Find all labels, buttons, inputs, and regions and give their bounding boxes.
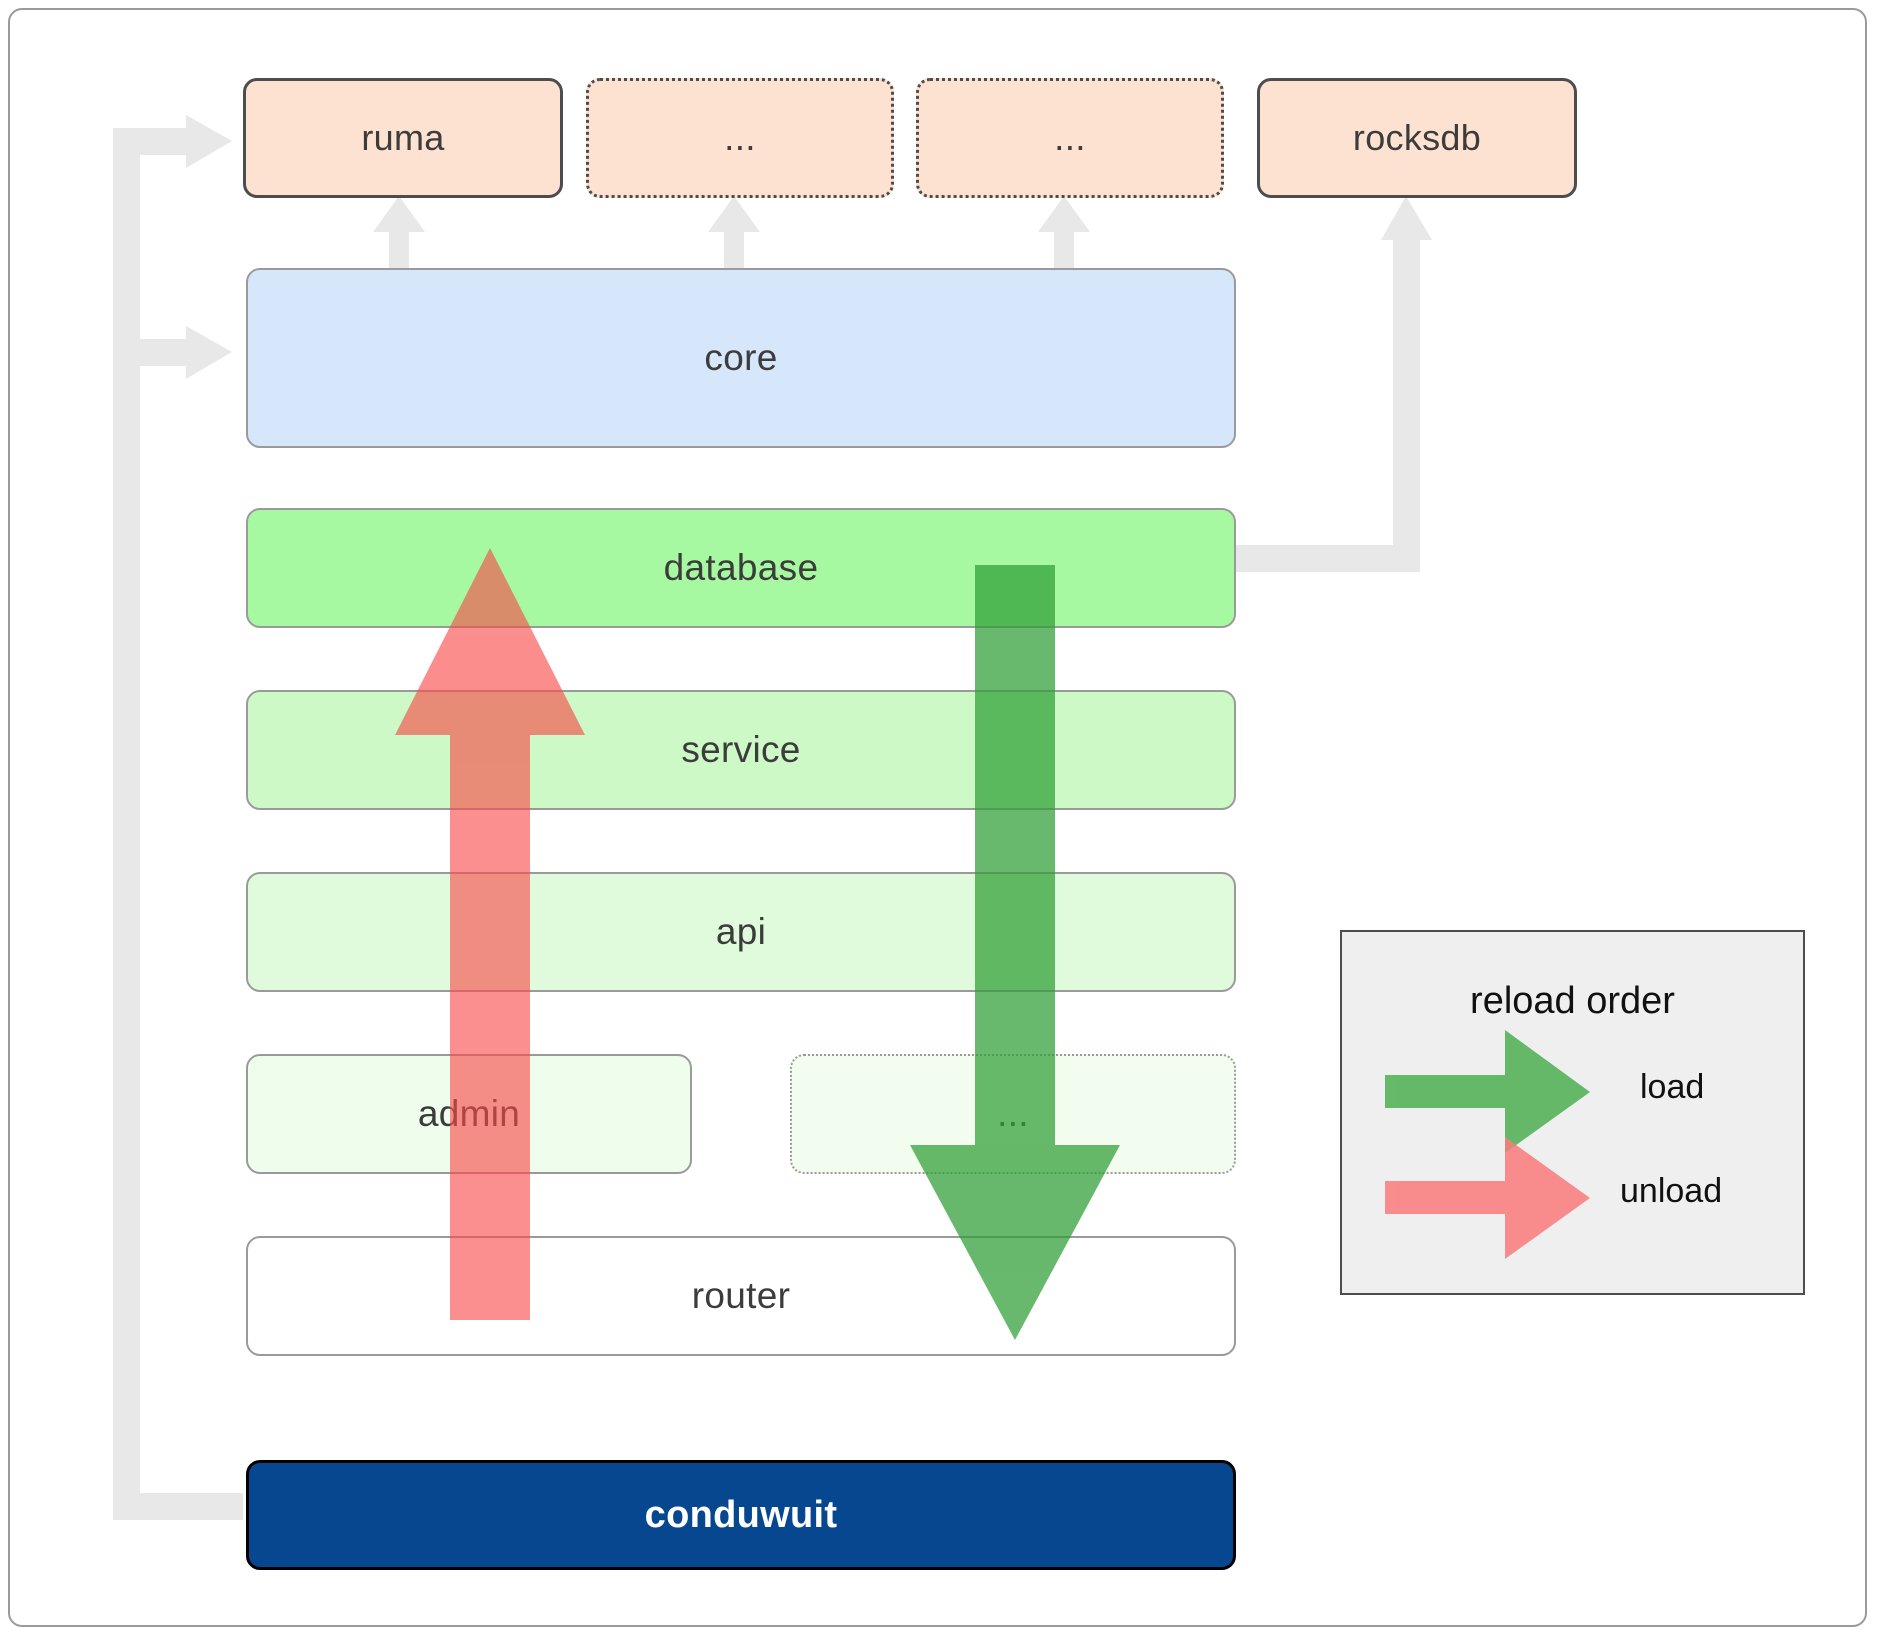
legend-item-label-unload: unload (1620, 1172, 1723, 1210)
dependency-node-ellipsis-1[interactable]: ... (586, 78, 894, 198)
layer-label: router (691, 1275, 791, 1316)
layer-label: api (715, 911, 767, 952)
layer-node-ellipsis[interactable]: ... (790, 1054, 1236, 1174)
legend-title: reload order (1470, 980, 1675, 1022)
layer-node-core[interactable]: core (246, 268, 1236, 448)
layer-node-service[interactable]: service (246, 690, 1236, 810)
dependency-label: ... (724, 117, 756, 158)
layer-label: database (663, 547, 819, 588)
dependency-node-ellipsis-2[interactable]: ... (916, 78, 1224, 198)
layer-node-router[interactable]: router (246, 1236, 1236, 1356)
dependency-label: rocksdb (1352, 117, 1482, 158)
root-label: conduwuit (644, 1493, 838, 1536)
legend-item-label-load: load (1640, 1068, 1705, 1106)
layer-node-admin[interactable]: admin (246, 1054, 692, 1174)
dependency-node-rocksdb[interactable]: rocksdb (1257, 78, 1577, 198)
dependency-label: ruma (361, 117, 445, 158)
layer-label: core (704, 337, 778, 378)
dependency-label: ... (1054, 117, 1086, 158)
layer-label: ... (997, 1093, 1029, 1134)
legend-box: reload order (1340, 930, 1805, 1295)
layer-node-database[interactable]: database (246, 508, 1236, 628)
root-node-conduwuit[interactable]: conduwuit (246, 1460, 1236, 1570)
layer-node-api[interactable]: api (246, 872, 1236, 992)
dependency-node-ruma[interactable]: ruma (243, 78, 563, 198)
layer-label: admin (417, 1093, 521, 1134)
layer-label: service (681, 729, 801, 770)
